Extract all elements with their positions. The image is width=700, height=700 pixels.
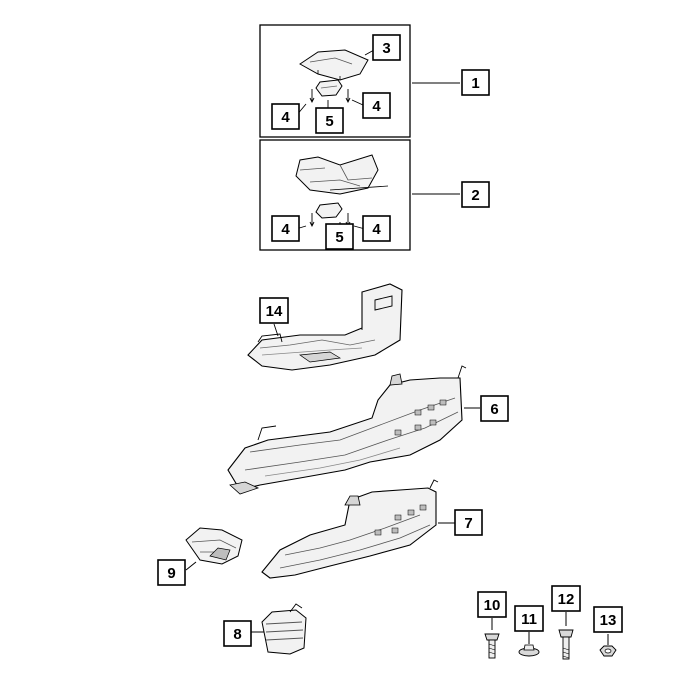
bolt-10-illustration — [484, 618, 500, 659]
callout-5-1: 5 — [315, 107, 344, 134]
svg-text:12: 12 — [558, 591, 575, 608]
svg-text:4: 4 — [281, 221, 290, 238]
callout-11: 11 — [514, 605, 544, 632]
callout-5-2: 5 — [325, 223, 354, 250]
callout-13: 13 — [593, 606, 623, 633]
callout-10: 10 — [477, 591, 507, 618]
callout-4-right-2: 4 — [362, 215, 391, 242]
svg-text:14: 14 — [266, 303, 283, 320]
assembly-1-inset — [259, 24, 411, 138]
callout-14: 14 — [259, 297, 289, 324]
svg-text:4: 4 — [281, 109, 290, 126]
nut-11-illustration — [518, 632, 540, 657]
svg-text:2: 2 — [471, 187, 479, 204]
callout-6: 6 — [480, 395, 509, 422]
callout-4-right-1: 4 — [362, 92, 391, 119]
bracket-9-illustration — [185, 527, 243, 571]
callout-1: 1 — [461, 69, 490, 96]
svg-text:3: 3 — [382, 40, 390, 57]
svg-text:4: 4 — [372, 221, 381, 238]
skid-plate-14-illustration — [247, 283, 403, 371]
svg-text:4: 4 — [372, 98, 381, 115]
svg-text:11: 11 — [521, 611, 537, 628]
nut-13-illustration — [599, 634, 617, 657]
svg-text:5: 5 — [335, 229, 343, 246]
shield-8-illustration — [250, 603, 307, 655]
svg-text:5: 5 — [325, 113, 333, 130]
callout-12: 12 — [551, 585, 581, 612]
callout-4-left-2: 4 — [271, 215, 300, 242]
skid-plate-7-illustration — [261, 479, 455, 579]
svg-text:9: 9 — [167, 565, 175, 582]
bolt-12-illustration — [558, 612, 574, 660]
callout-4-left-1: 4 — [271, 103, 300, 130]
svg-text:13: 13 — [600, 612, 617, 629]
skid-plate-6-illustration — [227, 365, 480, 495]
svg-text:1: 1 — [471, 75, 479, 92]
svg-text:10: 10 — [484, 597, 501, 614]
assembly-2-inset — [259, 139, 411, 251]
callout-7: 7 — [454, 509, 483, 536]
svg-text:6: 6 — [490, 401, 498, 418]
callout-2: 2 — [461, 181, 490, 208]
callout-3: 3 — [372, 34, 401, 61]
svg-text:7: 7 — [464, 515, 472, 532]
callout-9: 9 — [157, 559, 186, 586]
svg-text:8: 8 — [233, 626, 241, 643]
callout-8: 8 — [223, 620, 252, 647]
